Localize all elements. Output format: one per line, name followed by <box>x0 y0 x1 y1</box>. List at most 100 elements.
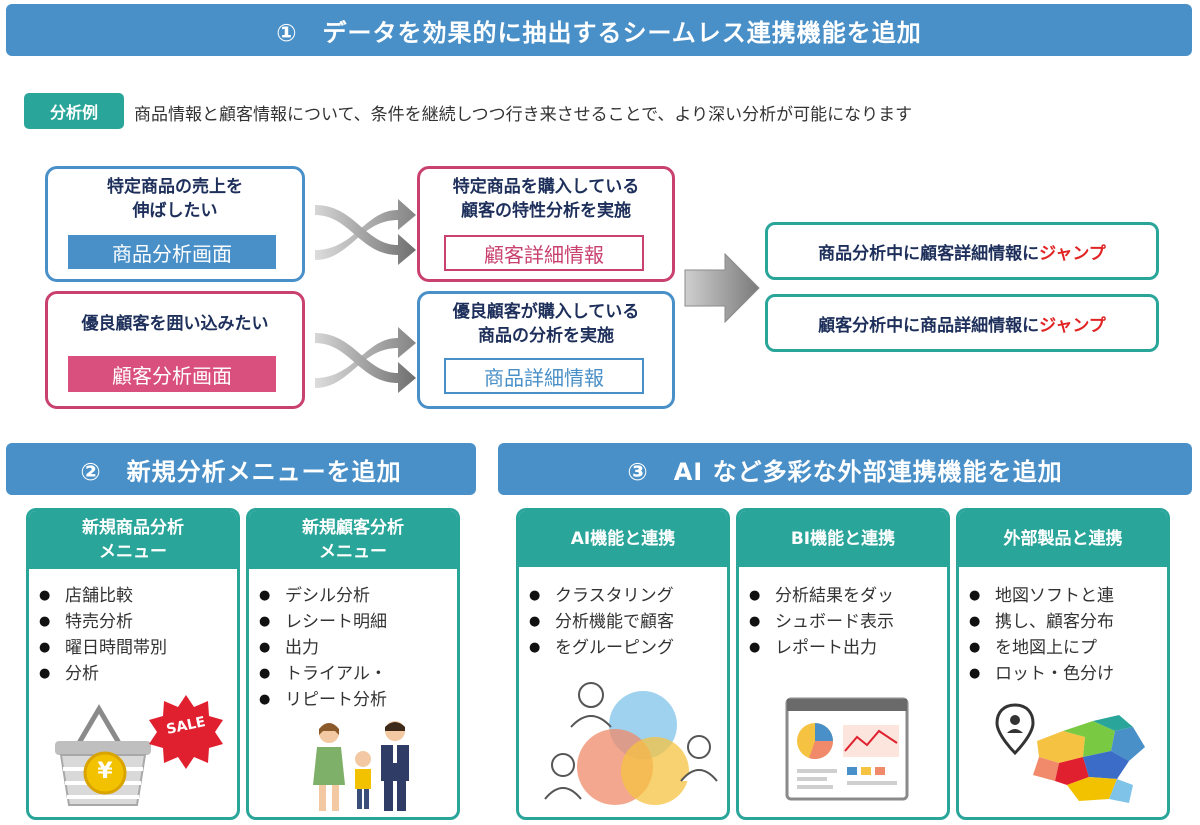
jump-to-product-detail: 顧客分析中に商品詳細情報にジャンプ <box>765 294 1159 352</box>
list-item: 特売分析 <box>29 609 237 635</box>
arrow-shape <box>315 199 416 260</box>
clustering-venn-icon <box>544 682 718 805</box>
box-title-line: 優良顧客が購入している <box>452 302 640 322</box>
customer-traits-box: 特定商品を購入している 顧客の特性分析を実施 顧客詳細情報 <box>417 166 675 282</box>
external-product-card: 外部製品と連携 地図ソフトと連 携し、顧客分布 を地図上にプ ロット・色分け <box>956 508 1170 820</box>
list-item-text: 分析 <box>65 664 99 684</box>
family-icon <box>313 721 409 811</box>
card-header: 外部製品と連携 <box>959 511 1167 567</box>
list-item-text: 携し、顧客分布 <box>995 612 1114 632</box>
shopping-basket-icon <box>55 704 151 806</box>
card-header: AI機能と連携 <box>519 511 727 567</box>
bi-feature-list: 分析結果をダッ シュボード表示 レポート出力 <box>739 583 947 661</box>
customer-menu-list: デシル分析 レシート明細 出力 トライアル・ リピート分析 <box>249 583 457 713</box>
new-product-menu-card: 新規商品分析 メニュー 店舗比較 特売分析 曜日時間帯別 分析 ¥ SALE <box>26 508 240 820</box>
section1-banner: ① データを効果的に抽出するシームレス連携機能を追加 <box>6 4 1192 56</box>
box-title-line: 伸ばしたい <box>132 201 218 221</box>
dashboard-icon <box>785 697 909 801</box>
cross-arrows-top <box>315 199 416 265</box>
customer-analysis-screen-button[interactable]: 顧客分析画面 <box>68 356 276 392</box>
box-title-line: 優良顧客を囲い込みたい <box>81 314 269 334</box>
arrow-shape <box>315 327 416 388</box>
card-header: BI機能と連携 <box>739 511 947 567</box>
badge-label: 分析例 <box>49 103 98 122</box>
analysis-example-badge: 分析例 <box>24 93 124 129</box>
list-item-text: を地図上にプ <box>995 638 1097 658</box>
list-item: クラスタリング <box>519 583 727 609</box>
card-header-line: 新規商品分析 <box>82 518 184 538</box>
button-label: 顧客詳細情報 <box>484 242 604 267</box>
bi-integration-card: BI機能と連携 分析結果をダッ シュボード表示 レポート出力 <box>736 508 950 820</box>
list-item: 店舗比較 <box>29 583 237 609</box>
section1-lead-text: 商品情報と顧客情報について、条件を継続しつつ行き来させることで、より深い分析が可… <box>134 105 913 125</box>
card-header-line: 新規顧客分析 <box>302 518 404 538</box>
list-item-text: 分析結果をダッ <box>775 586 894 606</box>
jump-text: 顧客分析中に商品詳細情報に <box>818 315 1040 336</box>
jump-highlight: ジャンプ <box>1039 243 1106 264</box>
arrow-shape <box>315 333 416 393</box>
section3-banner: ③ AI など多彩な外部連携機能を追加 <box>498 443 1192 495</box>
box-title-line: 特定商品を購入している <box>452 177 640 197</box>
list-item-text: をグルーピング <box>555 638 674 658</box>
card-header: 新規商品分析 メニュー <box>29 511 237 569</box>
product-analysis-screen-button[interactable]: 商品分析画面 <box>68 235 276 269</box>
list-item: デシル分析 <box>249 583 457 609</box>
list-item-continuation: 分析 <box>29 661 237 687</box>
box-title-line: 商品の分析を実施 <box>478 326 614 346</box>
button-label: 顧客分析画面 <box>112 363 232 388</box>
list-item: 地図ソフトと連 <box>959 583 1167 609</box>
list-item: 曜日時間帯別 <box>29 635 237 661</box>
list-item-text: 地図ソフトと連 <box>995 586 1114 606</box>
product-menu-list: 店舗比較 特売分析 曜日時間帯別 分析 <box>29 583 237 687</box>
list-item-text: リピート分析 <box>285 690 387 710</box>
list-item-text: レポート出力 <box>775 638 877 658</box>
product-analysis-box: 優良顧客が購入している 商品の分析を実施 商品詳細情報 <box>417 291 675 409</box>
ai-feature-list: クラスタリング 分析機能で顧客 をグルーピング <box>519 583 727 661</box>
loyal-customer-box: 優良顧客を囲い込みたい 顧客分析画面 <box>45 291 305 409</box>
list-item-continuation: ロット・色分け <box>959 661 1167 687</box>
card-header: 新規顧客分析 メニュー <box>249 511 457 569</box>
list-item-continuation: をグルーピング <box>519 635 727 661</box>
list-item: トライアル・ <box>249 661 457 687</box>
list-item-continuation: 携し、顧客分布 <box>959 609 1167 635</box>
card-header-label: AI機能と連携 <box>570 529 676 549</box>
list-item: 分析結果をダッ <box>739 583 947 609</box>
list-item-text: シュボード表示 <box>775 612 894 632</box>
right-arrow-icon <box>684 252 760 324</box>
map-distribution-icon <box>995 703 1145 803</box>
section2-title: ② 新規分析メニューを追加 <box>80 457 402 486</box>
list-item: レポート出力 <box>739 635 947 661</box>
section3-title: ③ AI など多彩な外部連携機能を追加 <box>627 457 1063 486</box>
new-customer-menu-card: 新規顧客分析 メニュー デシル分析 レシート明細 出力 トライアル・ リピート分… <box>246 508 460 820</box>
list-item-continuation: 分析機能で顧客 <box>519 609 727 635</box>
yen-symbol: ¥ <box>97 759 113 784</box>
product-sales-box: 特定商品の売上を 伸ばしたい 商品分析画面 <box>45 166 305 282</box>
list-item-text: クラスタリング <box>555 586 674 606</box>
list-item-text: 出力 <box>285 638 319 658</box>
list-item-continuation: シュボード表示 <box>739 609 947 635</box>
box-title-line: 顧客の特性分析を実施 <box>461 201 631 221</box>
list-item-continuation: を地図上にプ <box>959 635 1167 661</box>
box-title-line: 特定商品の売上を <box>107 177 243 197</box>
card-header-label: BI機能と連携 <box>790 529 896 549</box>
jump-text: 商品分析中に顧客詳細情報に <box>818 243 1040 264</box>
card-header-line: メニュー <box>99 542 167 562</box>
card-header-line: メニュー <box>319 542 387 562</box>
jump-highlight: ジャンプ <box>1039 315 1106 336</box>
button-label: 商品分析画面 <box>112 241 232 266</box>
product-detail-button[interactable]: 商品詳細情報 <box>444 358 644 394</box>
arrow-shape <box>315 205 416 265</box>
list-item-text: 分析機能で顧客 <box>555 612 674 632</box>
ai-integration-card: AI機能と連携 クラスタリング 分析機能で顧客 をグルーピング <box>516 508 730 820</box>
cross-arrows-bottom <box>315 327 416 393</box>
section1-title: ① データを効果的に抽出するシームレス連携機能を追加 <box>276 18 922 47</box>
sale-burst-icon <box>149 695 223 769</box>
button-label: 商品詳細情報 <box>484 365 604 390</box>
list-item-continuation: リピート分析 <box>249 687 457 713</box>
section2-banner: ② 新規分析メニューを追加 <box>6 443 476 495</box>
customer-detail-button[interactable]: 顧客詳細情報 <box>444 235 644 271</box>
external-feature-list: 地図ソフトと連 携し、顧客分布 を地図上にプ ロット・色分け <box>959 583 1167 687</box>
jump-to-customer-detail: 商品分析中に顧客詳細情報にジャンプ <box>765 222 1159 280</box>
list-item-continuation: 出力 <box>249 635 457 661</box>
card-header-label: 外部製品と連携 <box>1003 529 1123 549</box>
